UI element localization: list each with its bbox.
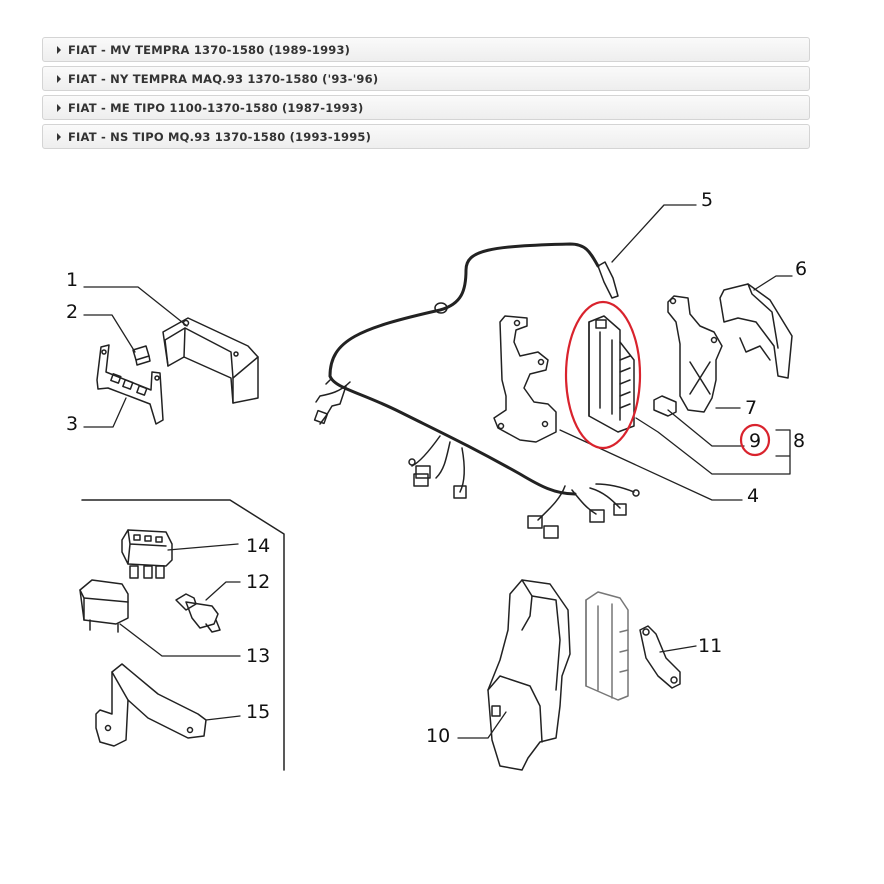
accordion-item-label: FIAT - NS TIPO MQ.93 1370-1580 (1993-199…	[68, 129, 372, 144]
accordion-item-ny-tempra[interactable]: FIAT - NY TEMPRA MAQ.93 1370-1580 ('93-'…	[42, 66, 810, 91]
part-group-left-top	[83, 286, 259, 428]
part-14-fuse-holder[interactable]	[121, 529, 173, 579]
callout-13: 13	[246, 645, 270, 667]
part-9-connector[interactable]	[653, 395, 677, 417]
part-9-control-unit[interactable]	[588, 315, 635, 433]
highlight-control-unit-ring	[564, 300, 642, 450]
part-5-wiring-harness[interactable]	[313, 242, 640, 539]
accordion-item-label: FIAT - MV TEMPRA 1370-1580 (1989-1993)	[68, 42, 351, 57]
callout-3: 3	[66, 413, 78, 435]
highlight-callout-9-ring	[739, 423, 771, 457]
accordion-item-mv-tempra[interactable]: FIAT - MV TEMPRA 1370-1580 (1989-1993)	[42, 37, 810, 62]
callout-6: 6	[795, 258, 807, 280]
part-control-unit-alt[interactable]	[585, 591, 629, 701]
part-2-relay[interactable]	[132, 345, 151, 366]
part-group-bottom	[457, 579, 697, 771]
callout-8: 8	[793, 430, 805, 452]
callout-11: 11	[698, 635, 722, 657]
model-accordion: FIAT - MV TEMPRA 1370-1580 (1989-1993) F…	[42, 37, 810, 153]
accordion-item-me-tipo[interactable]: FIAT - ME TIPO 1100-1370-1580 (1987-1993…	[42, 95, 810, 120]
part-group-left-bottom	[79, 499, 285, 771]
part-13-relay[interactable]	[79, 579, 129, 633]
part-4-bracket[interactable]	[493, 315, 557, 443]
callout-2: 2	[66, 301, 78, 323]
callout-1: 1	[66, 269, 78, 291]
accordion-item-label: FIAT - ME TIPO 1100-1370-1580 (1987-1993…	[68, 100, 364, 115]
part-7-bracket[interactable]	[667, 295, 723, 413]
callout-10: 10	[426, 725, 450, 747]
callout-4: 4	[747, 485, 759, 507]
part-12-sensor[interactable]	[175, 593, 221, 633]
accordion-item-ns-tipo[interactable]: FIAT - NS TIPO MQ.93 1370-1580 (1993-199…	[42, 124, 810, 149]
part-11-bracket[interactable]	[639, 625, 681, 689]
part-15-bracket[interactable]	[95, 663, 207, 747]
part-1-cover[interactable]	[162, 317, 259, 404]
callout-5: 5	[701, 189, 713, 211]
callout-7: 7	[745, 397, 757, 419]
caret-right-icon	[57, 45, 61, 54]
callout-14: 14	[246, 535, 270, 557]
part-3-bracket[interactable]	[96, 344, 164, 425]
caret-right-icon	[57, 132, 61, 141]
accordion-item-label: FIAT - NY TEMPRA MAQ.93 1370-1580 ('93-'…	[68, 71, 379, 86]
callout-9[interactable]: 9	[749, 430, 761, 452]
callout-12: 12	[246, 571, 270, 593]
part-group-harness	[313, 204, 793, 539]
callout-15: 15	[246, 701, 270, 723]
caret-right-icon	[57, 103, 61, 112]
caret-right-icon	[57, 74, 61, 83]
part-6-cover[interactable]	[719, 283, 793, 379]
part-10-cover[interactable]	[487, 579, 571, 771]
